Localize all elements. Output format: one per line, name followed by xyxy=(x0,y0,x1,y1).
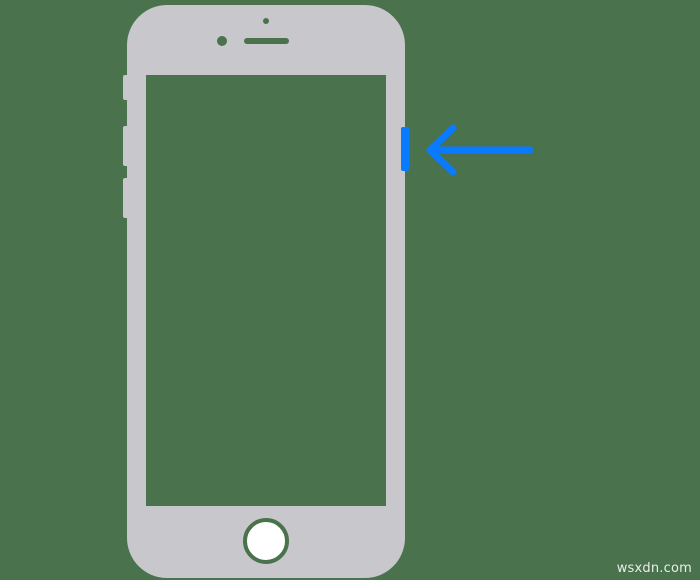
iphone-icon xyxy=(123,5,405,578)
watermark-text: wsxdn.com xyxy=(616,561,692,576)
side-button-icon xyxy=(401,127,409,171)
arrow-left-icon xyxy=(426,124,534,176)
earpiece-speaker xyxy=(244,38,289,44)
proximity-sensor xyxy=(263,18,269,24)
home-button-icon xyxy=(243,518,289,564)
phone-screen xyxy=(146,75,386,506)
front-camera xyxy=(217,36,227,46)
